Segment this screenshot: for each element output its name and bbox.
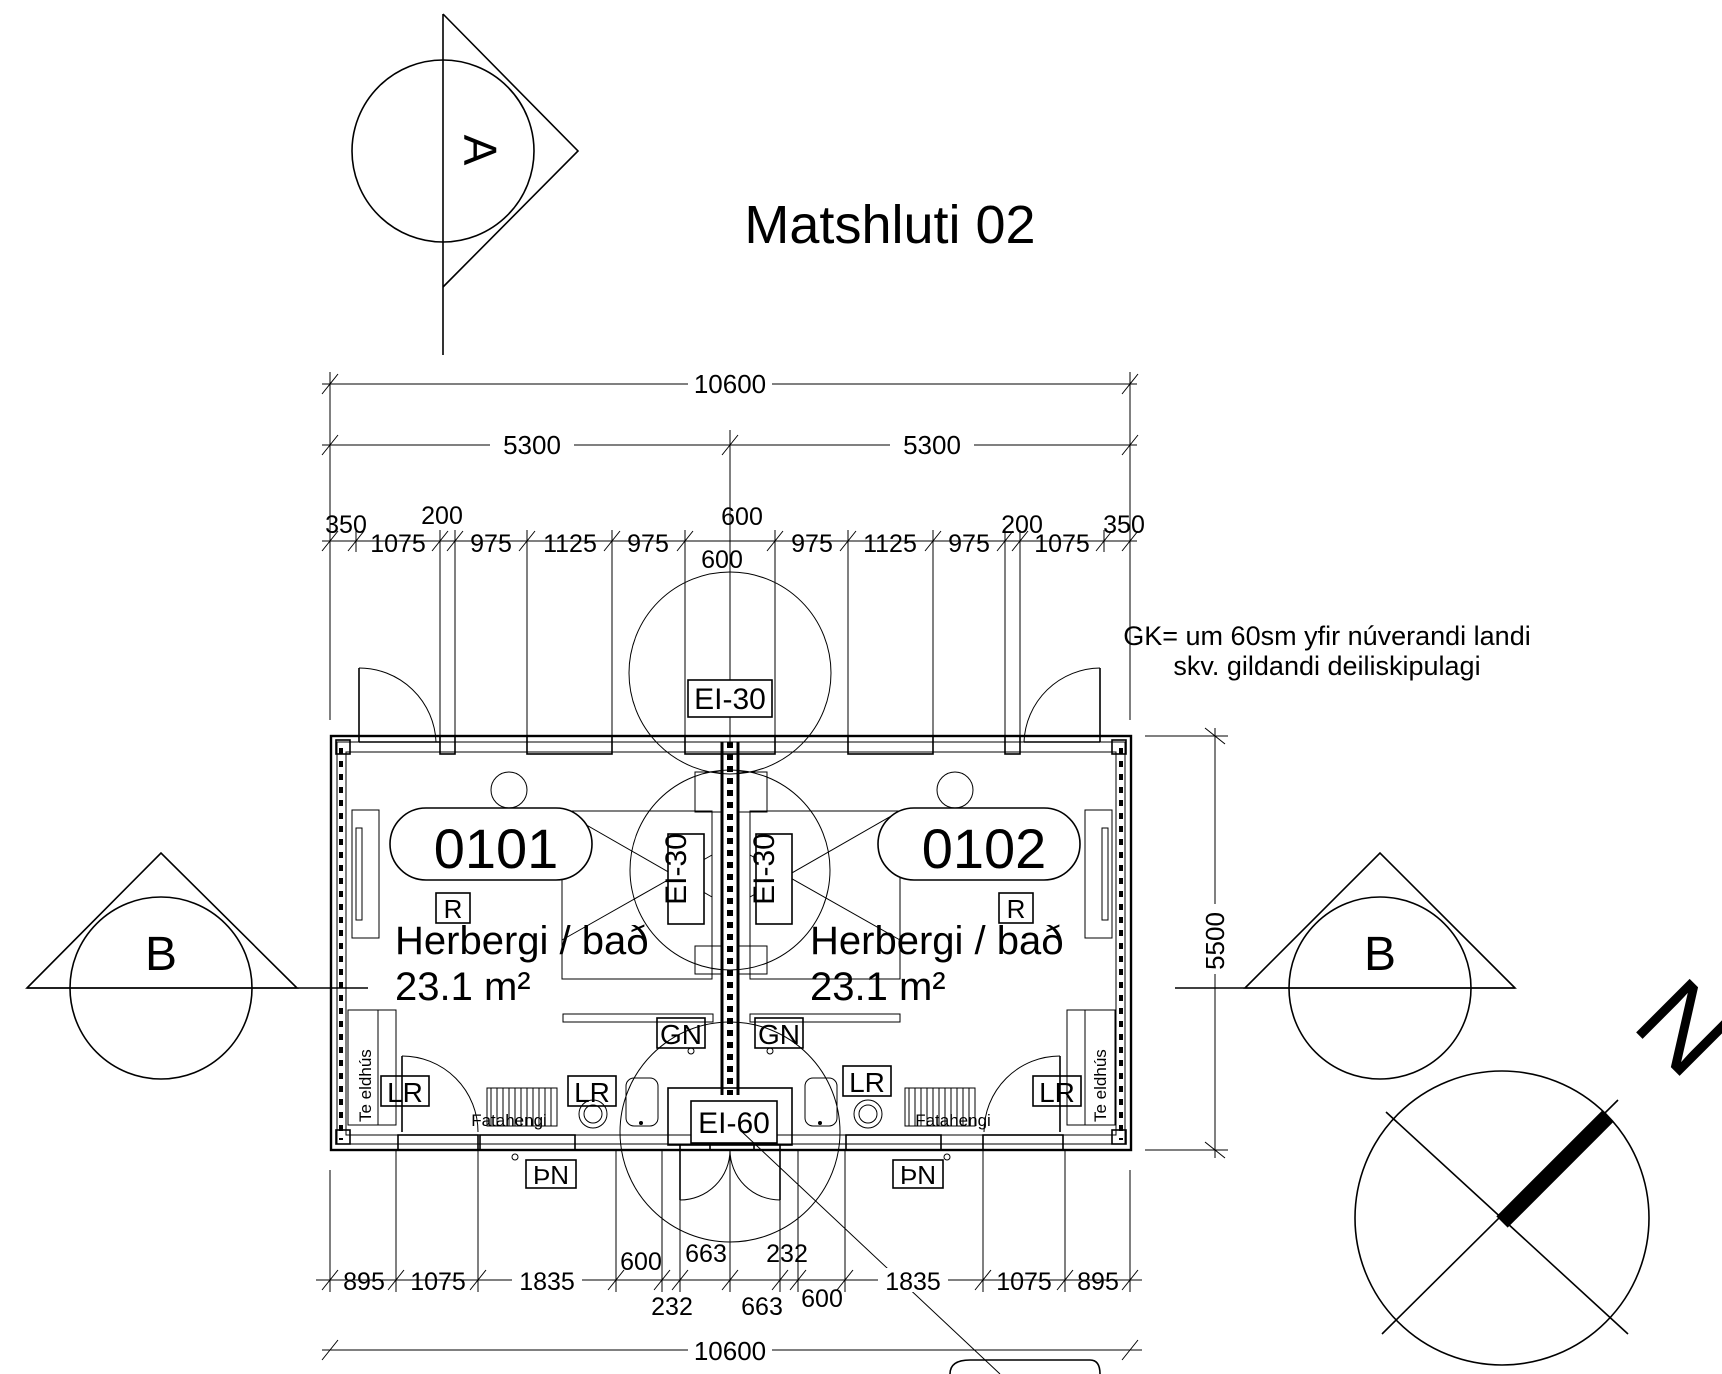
dim-top-975-a: 975 bbox=[470, 530, 512, 558]
dim-top-door-width: 600 bbox=[701, 546, 743, 574]
dim-bottom-1835-left: 1835 bbox=[519, 1268, 575, 1296]
room-0101-bath-lr: LR bbox=[574, 1077, 610, 1108]
room-0102-bath-lr: LR bbox=[849, 1067, 885, 1098]
entry-door-right bbox=[1023, 667, 1101, 743]
room-0101: 0101 R Herbergi / bað 23.1 m² Te eldhús … bbox=[347, 771, 724, 1190]
dim-top-975-d: 975 bbox=[948, 530, 990, 558]
dim-bottom-total: 10600 bbox=[694, 1336, 766, 1366]
dimension-chain-bottom: 895 1075 1835 600 663 232 232 663 600 18… bbox=[316, 1150, 1142, 1366]
dim-bottom-1835-right: 1835 bbox=[885, 1268, 941, 1296]
room-0102-tag: R bbox=[1007, 894, 1026, 924]
dim-bottom-600-left: 600 bbox=[620, 1248, 662, 1276]
room-0101-number: 0101 bbox=[434, 817, 559, 880]
dim-bottom-895-right: 895 bbox=[1077, 1268, 1119, 1296]
dim-bottom-663-left: 663 bbox=[685, 1240, 727, 1268]
section-marker-b-right: B bbox=[1175, 851, 1517, 1080]
room-0102-name: Herbergi / bað bbox=[810, 919, 1063, 963]
dim-top-1075-right: 1075 bbox=[1034, 530, 1090, 558]
dim-bottom-600-right: 600 bbox=[801, 1285, 843, 1313]
room-0102-wardrobe: Fatahengi bbox=[915, 1111, 991, 1130]
room-0101-name: Herbergi / bað bbox=[395, 919, 648, 963]
note-line-1: GK= um 60sm yfir núverandi landi bbox=[1123, 621, 1530, 651]
dim-top-half-left: 5300 bbox=[503, 430, 561, 460]
dim-bottom-663-right: 663 bbox=[741, 1293, 783, 1321]
dim-top-975-c: 975 bbox=[791, 530, 833, 558]
dim-top-350-left: 350 bbox=[325, 511, 367, 539]
cropped-tag bbox=[949, 1359, 1101, 1374]
fire-rating-bottom-door: EI-60 bbox=[698, 1107, 770, 1140]
ground-level-note: GK= um 60sm yfir núverandi landi skv. gi… bbox=[1123, 621, 1530, 681]
central-fire-wall bbox=[629, 742, 831, 1095]
north-arrow: N bbox=[1354, 956, 1722, 1366]
room-0102-thn: ÞN bbox=[900, 1160, 936, 1190]
room-0102-number: 0102 bbox=[922, 817, 1047, 880]
room-0101-thn: ÞN bbox=[533, 1160, 569, 1190]
room-0101-lr: LR bbox=[387, 1077, 423, 1108]
room-0102: 0102 R Herbergi / bað 23.1 m² Te eldhús … bbox=[738, 771, 1116, 1190]
room-0101-gn: GN bbox=[660, 1019, 702, 1050]
room-0101-area: 23.1 m² bbox=[395, 965, 531, 1009]
dim-top-600: 600 bbox=[721, 503, 763, 531]
dim-top-975-b: 975 bbox=[627, 530, 669, 558]
dim-height: 5500 bbox=[1200, 912, 1230, 970]
dim-bottom-895-left: 895 bbox=[343, 1268, 385, 1296]
dim-top-350-right: 350 bbox=[1103, 511, 1145, 539]
dim-top-half-right: 5300 bbox=[903, 430, 961, 460]
dim-top-1125-right: 1125 bbox=[863, 530, 917, 558]
dim-top-200-left: 200 bbox=[421, 502, 463, 530]
room-0101-wardrobe: Fatahengi bbox=[471, 1111, 547, 1130]
fire-wall-labels: EI-30 EI-30 bbox=[660, 833, 793, 925]
room-0101-tag: R bbox=[444, 894, 463, 924]
dim-top-200-right: 200 bbox=[1001, 511, 1043, 539]
dim-bottom-1075-left: 1075 bbox=[410, 1268, 466, 1296]
entry-door-left bbox=[358, 667, 440, 743]
north-arrow-label: N bbox=[1613, 956, 1722, 1099]
section-marker-a-label: A bbox=[454, 135, 506, 166]
fire-rating-top-door: EI-30 bbox=[694, 683, 766, 716]
section-marker-b-left-label: B bbox=[145, 928, 177, 981]
room-0101-kitchen: Te eldhús bbox=[356, 1049, 375, 1122]
fire-rating-wall-left: EI-30 bbox=[660, 833, 693, 905]
dim-bottom-232-left: 232 bbox=[766, 1240, 808, 1268]
fire-rating-wall-right: EI-30 bbox=[748, 833, 781, 905]
dim-bottom-232-right: 232 bbox=[651, 1293, 693, 1321]
room-0102-lr: LR bbox=[1039, 1077, 1075, 1108]
room-0102-gn: GN bbox=[758, 1019, 800, 1050]
drawing-title: Matshluti 02 bbox=[744, 195, 1035, 255]
door-top-ei30: EI-30 bbox=[628, 571, 832, 775]
dimension-height: 5500 bbox=[1145, 727, 1230, 1159]
section-marker-b-left: B bbox=[25, 851, 368, 1080]
dim-top-total: 10600 bbox=[694, 369, 766, 399]
dim-top-1125-left: 1125 bbox=[543, 530, 597, 558]
note-line-2: skv. gildandi deiliskipulagi bbox=[1173, 651, 1480, 681]
dim-top-1075-left: 1075 bbox=[370, 530, 426, 558]
section-marker-a: A bbox=[351, 13, 580, 355]
room-0102-kitchen: Te eldhús bbox=[1091, 1049, 1110, 1122]
section-marker-b-right-label: B bbox=[1364, 928, 1396, 981]
dimension-chain-top: 10600 5300 5300 35 bbox=[321, 369, 1145, 745]
dim-bottom-1075-right: 1075 bbox=[996, 1268, 1052, 1296]
room-0102-area: 23.1 m² bbox=[810, 965, 946, 1009]
door-bottom-ei60: EI-60 bbox=[619, 1021, 1001, 1374]
building-outline bbox=[329, 734, 1133, 1152]
